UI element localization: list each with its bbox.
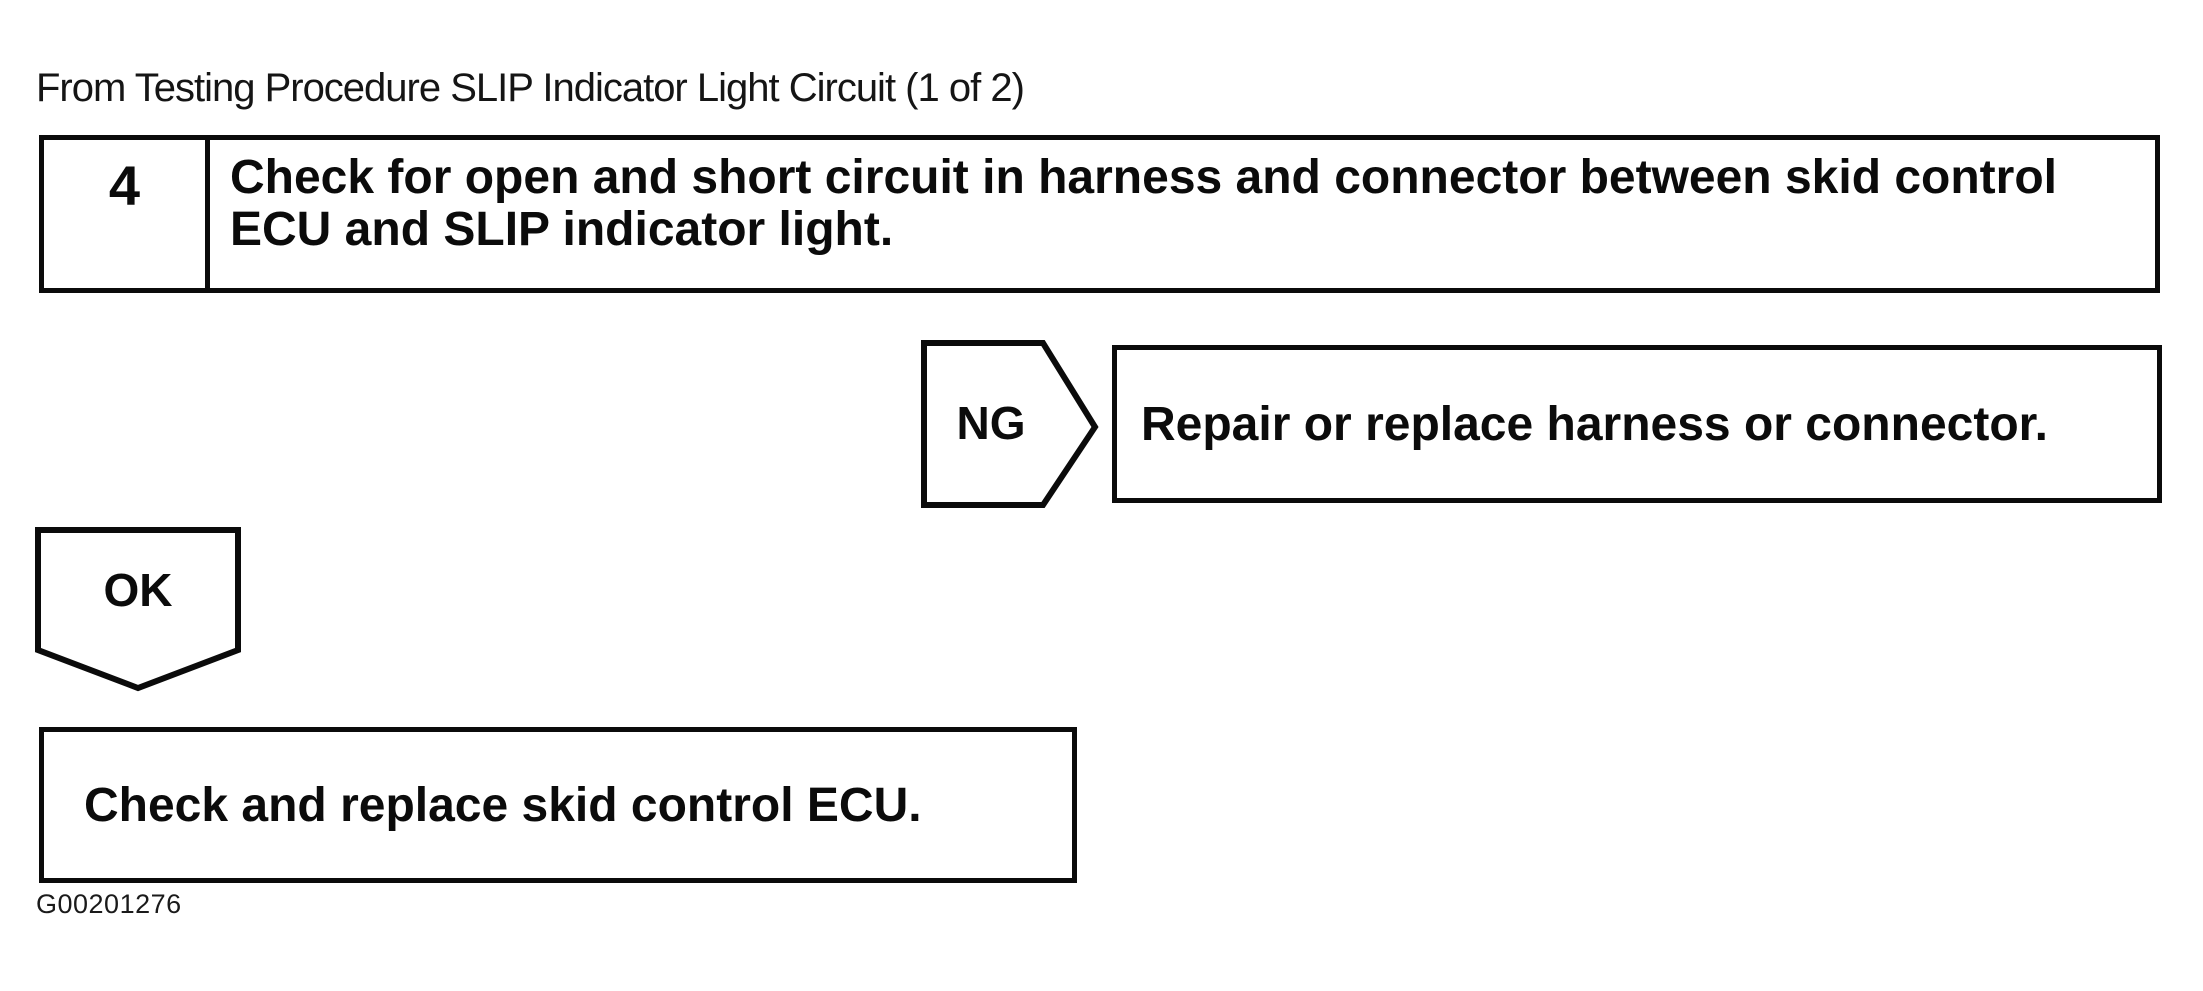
figure-id-label: G00201276: [36, 889, 182, 919]
step-number: 4: [108, 154, 141, 217]
ok-pentagon-shape: [35, 527, 241, 692]
ng-tag-label: NG: [956, 396, 1026, 449]
ok-action-text: Check and replace skid control ECU.: [84, 778, 922, 832]
ok-tag-label: OK: [103, 563, 173, 616]
ng-action-text: Repair or replace harness or connector.: [1141, 397, 2049, 451]
ok-action-box: Check and replace skid control ECU.: [39, 727, 1077, 883]
step-instruction-text: Check for open and short circuit in harn…: [230, 151, 2057, 256]
ng-action-box: Repair or replace harness or connector.: [1112, 345, 2162, 503]
step-number-cell: 4: [44, 140, 210, 288]
step-box: 4 Check for open and short circuit in ha…: [39, 135, 2160, 293]
ng-pentagon-shape: [921, 340, 1099, 508]
source-procedure-label: From Testing Procedure SLIP Indicator Li…: [36, 66, 1025, 110]
